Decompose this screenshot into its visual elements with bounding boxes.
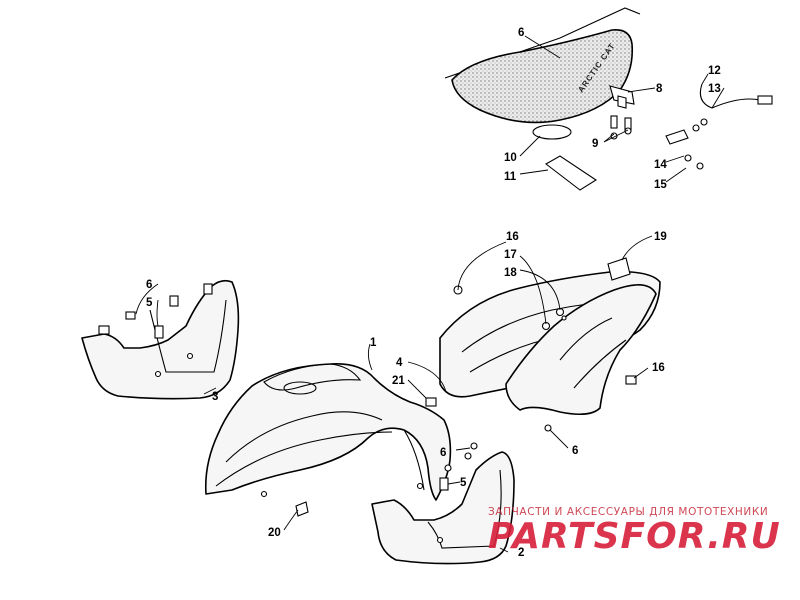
- watermark-logo: PARTSFOR.RU: [488, 516, 781, 557]
- callout-9: 9: [592, 138, 598, 150]
- leader-lines: [135, 35, 725, 553]
- callout-21: 21: [392, 375, 405, 387]
- callout-1: 1: [370, 337, 377, 349]
- seat-o-ring: [532, 124, 572, 140]
- seat-latch-bracket: [609, 85, 635, 109]
- rear-fender-hardware: [453, 285, 637, 432]
- footwell-right-hardware: [98, 283, 213, 339]
- callout-3: 3: [212, 391, 218, 403]
- watermark-tagline: ЗАПЧАСТИ И АКСЕССУАРЫ ДЛЯ МОТОТЕХНИКИ: [488, 506, 769, 518]
- callout-5-right: 5: [146, 297, 153, 309]
- callout-11: 11: [504, 171, 517, 183]
- callout-5-front: 5: [460, 477, 467, 489]
- callout-20: 20: [268, 527, 281, 539]
- seat: ARCTIC CAT: [444, 7, 641, 124]
- callout-7: 6: [518, 27, 524, 39]
- callout-16-top: 16: [506, 231, 519, 243]
- callout-10: 10: [504, 152, 517, 164]
- latch-clip: [665, 124, 704, 170]
- callout-16-right: 16: [652, 362, 665, 374]
- callout-6-right: 6: [146, 279, 152, 291]
- front-fender: [204, 362, 452, 501]
- callout-19: 19: [654, 231, 667, 243]
- callout-12: 12: [708, 65, 721, 77]
- callout-14: 14: [654, 159, 667, 171]
- seat-bolts: [610, 115, 632, 140]
- callout-4: 4: [396, 357, 403, 369]
- seat-pad: [545, 155, 598, 191]
- callout-2: 2: [518, 547, 524, 559]
- callout-labels: 6 8 9 10 11 12 13 14 15 16 17 18 19 16 1…: [146, 27, 721, 559]
- rear-fender-mount-plate: [607, 257, 631, 281]
- callout-6-rear: 6: [572, 445, 578, 457]
- callout-13: 13: [708, 83, 721, 95]
- footwell-left: [371, 451, 515, 565]
- callout-6-front: 6: [440, 447, 446, 459]
- footwell-right: [81, 279, 240, 400]
- callout-17: 17: [504, 249, 517, 261]
- callout-18: 18: [504, 267, 517, 279]
- callout-15: 15: [654, 179, 667, 191]
- callout-8: 8: [656, 83, 663, 95]
